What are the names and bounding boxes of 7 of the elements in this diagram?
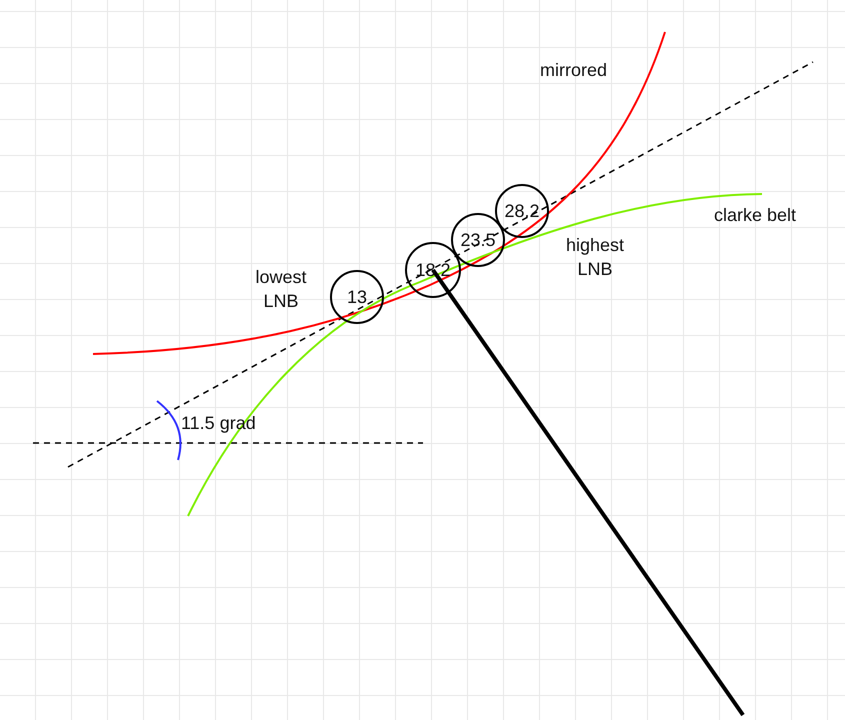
position-label: lowest LNB [254, 266, 308, 313]
value-circle: 23.5 [451, 213, 505, 267]
position-label: highest LNB [564, 234, 626, 281]
value-circle: 13 [330, 270, 384, 324]
curve-label: mirrored [540, 59, 608, 82]
curve-label: clarke belt [712, 204, 798, 227]
value-circle: 28.2 [495, 184, 549, 238]
